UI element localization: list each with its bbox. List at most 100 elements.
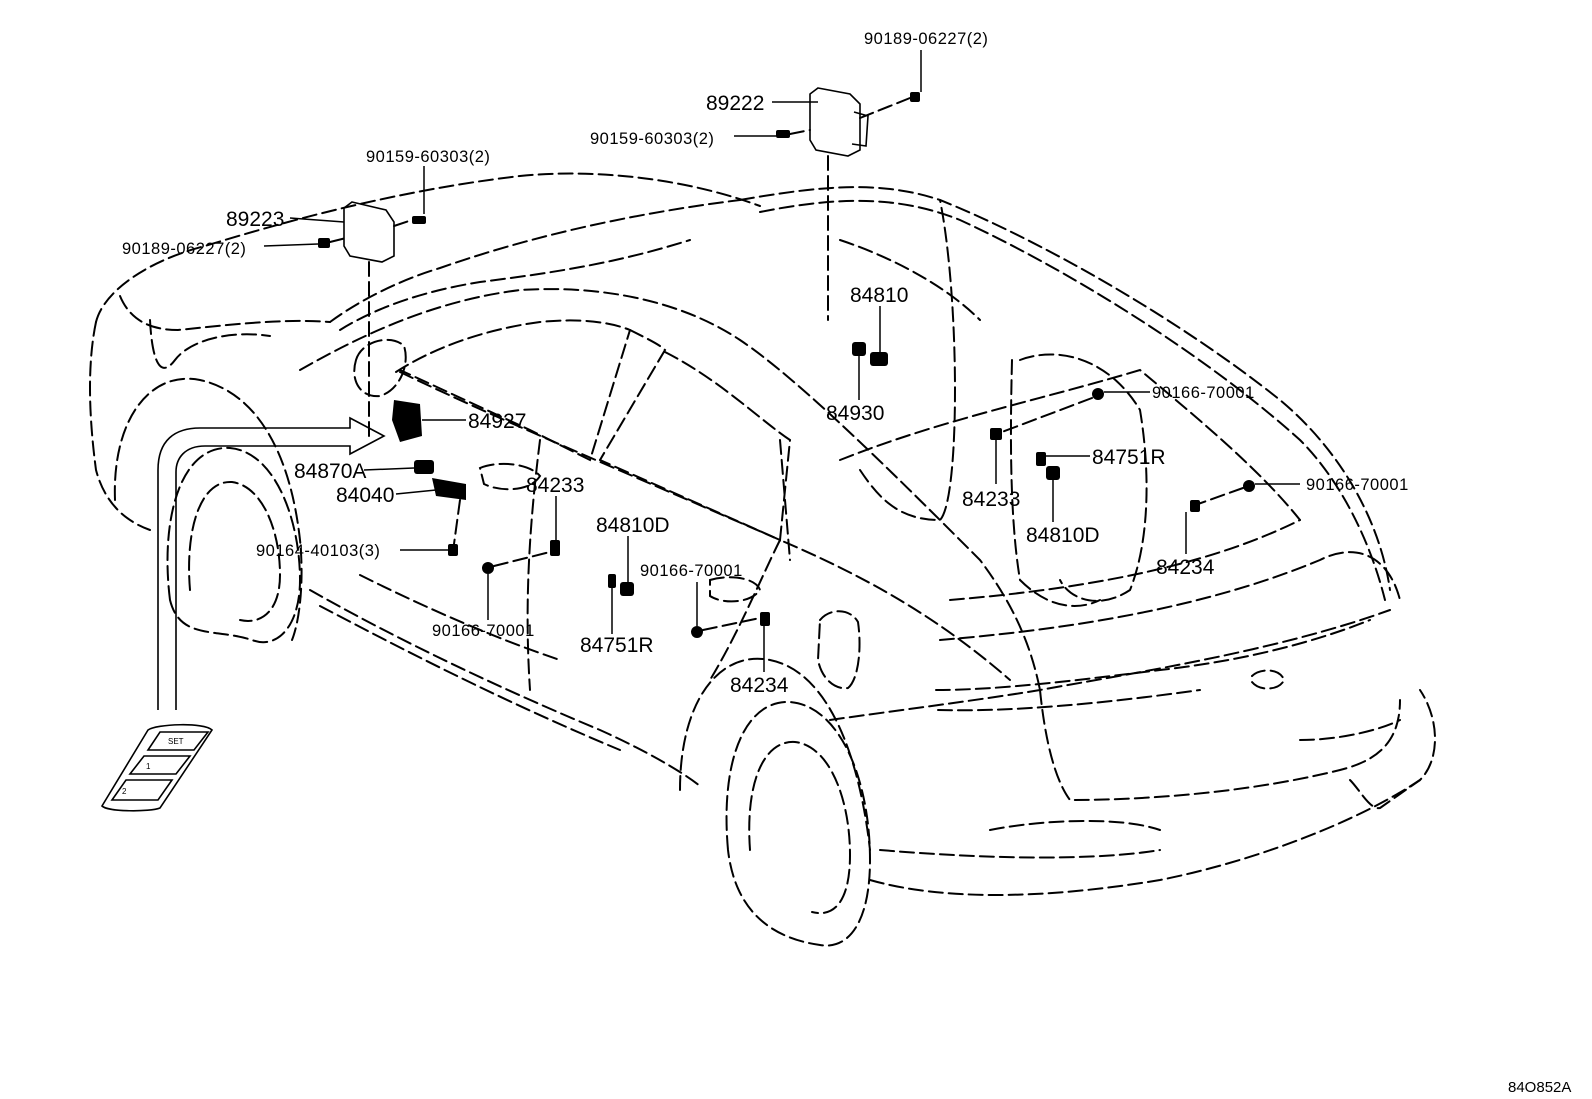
label-89223: 89223 [226, 208, 284, 231]
label-84233-rear: 84233 [962, 488, 1020, 511]
label-84751R-rear: 84751R [1092, 446, 1166, 469]
connection-lines [329, 97, 1244, 631]
belt-line [399, 371, 1011, 681]
switch-84751R-front [608, 574, 616, 588]
label-90164-40103: 90164-40103(3) [256, 542, 380, 560]
label-90166-70001-rear1: 90166-70001 [1152, 384, 1255, 402]
cabin-line [839, 239, 981, 321]
front-door-lower [359, 574, 561, 661]
rear-bumper [869, 689, 1436, 896]
dash-bolt-84233 [493, 551, 551, 567]
leader-84870A [363, 467, 415, 471]
rear-window [599, 351, 792, 542]
dash-bolt-84233-rear [1001, 397, 1093, 433]
leader-84040 [395, 489, 437, 495]
rear-door-handle [709, 576, 762, 603]
rear-shelf [859, 199, 956, 522]
dash-89222-clip [859, 97, 911, 119]
rocker-panel [309, 589, 701, 787]
bolt-90159-left [412, 216, 426, 224]
bolt-90166-rear1 [1092, 388, 1104, 400]
rear-window-glass [839, 368, 1301, 521]
bolt-90166-front [482, 562, 494, 574]
switch-84040 [432, 478, 466, 500]
rear-wheel-arch [679, 657, 871, 851]
front-door-edge [526, 439, 541, 691]
label-90166-70001-rear2: 90166-70001 [1306, 476, 1409, 494]
side-upper-line [299, 288, 1041, 691]
dash-89222-bolt [789, 129, 811, 135]
switch-84810D-rear [1046, 466, 1060, 480]
trunk-edge [949, 519, 1301, 601]
dash-bolt-84234 [702, 617, 761, 631]
rear-fender-line [989, 819, 1161, 831]
label-84233-front: 84233 [526, 474, 584, 497]
switch-set-label: SET [168, 737, 184, 746]
switch-84751R-rear [1036, 452, 1046, 466]
fuel-door [816, 610, 861, 690]
dash-89223-bolt [393, 219, 413, 227]
underbody [879, 849, 1161, 859]
switch-button-2 [110, 779, 174, 801]
switch-84234-mid [760, 612, 770, 626]
windshield-outline [329, 199, 741, 323]
label-90166-70001-mid: 90166-70001 [640, 562, 743, 580]
rocker-panel-lower [319, 605, 621, 751]
switch-84810D-front [620, 582, 634, 596]
front-grille-outline [149, 319, 271, 369]
label-90189-06227-top: 90189-06227(2) [864, 30, 988, 48]
label-90159-60303-left: 90159-60303(2) [366, 148, 490, 166]
rear-seat-frame [1009, 359, 1101, 607]
switch-button-2-label: 2 [122, 787, 127, 796]
diagram-reference: 84O852A [1508, 1079, 1571, 1096]
front-wheel-arch [113, 377, 303, 641]
side-mirror [353, 338, 407, 398]
front-wheel-tire [166, 446, 302, 644]
label-84810D-front: 84810D [596, 514, 670, 537]
bolt-90166-mid [691, 626, 703, 638]
leader-lines [263, 50, 1300, 672]
front-window [395, 319, 632, 462]
tail-light [935, 619, 1371, 691]
switch-set-button [146, 731, 210, 751]
switch-84927 [392, 400, 422, 442]
front-door-handle [478, 462, 542, 491]
car-body-outline [89, 172, 1436, 947]
label-90189-06227-left: 90189-06227(2) [122, 240, 246, 258]
part-labels: 90189-06227(2) 89222 90159-60303(2) 9015… [122, 30, 1571, 1096]
label-84234-mid: 84234 [730, 674, 789, 697]
module-89222-bracket [851, 111, 869, 147]
leader-90189-left [263, 243, 319, 247]
trunk-lid [939, 551, 1401, 641]
roof-outline [739, 186, 1391, 591]
c-pillar [779, 439, 791, 561]
switch-84234-rear [1190, 500, 1200, 512]
leader-89223 [289, 217, 345, 223]
switch-84870A [414, 460, 434, 474]
rear-door-edge [709, 539, 781, 681]
components [318, 87, 1255, 638]
b-pillar [599, 329, 667, 461]
label-89222: 89222 [706, 92, 764, 115]
label-84810: 84810 [850, 284, 908, 307]
switch-84233-rear [990, 428, 1002, 440]
roof-inner [759, 199, 1386, 601]
rear-diffuser [1349, 779, 1421, 810]
switch-84810 [870, 352, 888, 366]
clip-90189-left [318, 238, 330, 248]
clip-90189-top [910, 92, 920, 102]
dash-84040-screw [453, 499, 461, 545]
front-bumper-outline [89, 321, 151, 531]
switch-84930 [852, 342, 866, 356]
tail-light-lower [937, 689, 1201, 712]
detail-arrow-outline [157, 416, 386, 710]
switch-button-1-label: 1 [146, 762, 151, 771]
front-wheel-rim [188, 480, 282, 622]
front-hood-outline [95, 172, 761, 323]
dash-89223-clip [329, 237, 347, 243]
bolt-90166-rear2 [1243, 480, 1255, 492]
rear-license-recess [1299, 719, 1401, 741]
label-84927: 84927 [468, 410, 526, 433]
rear-quarter [829, 609, 1391, 721]
